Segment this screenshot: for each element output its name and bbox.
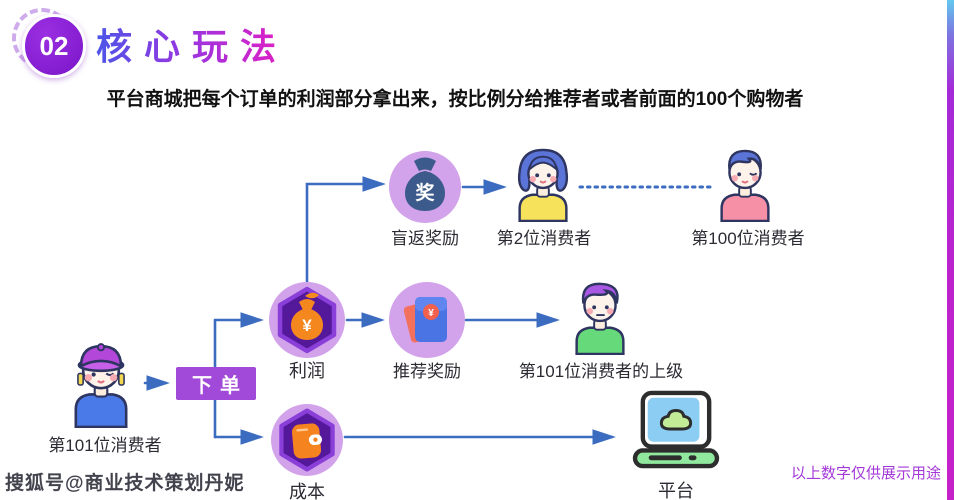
upline-label: 第101位消费者的上级 bbox=[518, 362, 684, 381]
consumer-101-node bbox=[66, 342, 136, 429]
sohu-watermark: 搜狐号@商业技术策划丹妮 bbox=[5, 473, 245, 494]
referral-reward-node: ¥ bbox=[389, 282, 465, 358]
section-number-badge: 02 bbox=[22, 14, 86, 78]
section-badge-group: 02 bbox=[12, 8, 86, 78]
reward-bag-icon: 奖 bbox=[389, 151, 461, 223]
section-number: 02 bbox=[39, 30, 69, 61]
arrow-profit-to-blind-reward bbox=[305, 176, 386, 285]
upline-node bbox=[568, 281, 632, 356]
consumer-101-label: 第101位消费者 bbox=[48, 436, 162, 455]
cost-label: 成本 bbox=[289, 482, 325, 500]
page-title: 核心玩法 bbox=[96, 18, 288, 70]
reward-bag-character: 奖 bbox=[415, 181, 435, 204]
blind-reward-label: 盲返奖励 bbox=[391, 229, 459, 248]
consumer-100-avatar bbox=[720, 149, 770, 223]
red-envelope-icon: ¥ bbox=[389, 282, 465, 358]
platform-label: 平台 bbox=[658, 481, 694, 500]
consumer-101-avatar bbox=[74, 343, 128, 429]
order-button: 下单 bbox=[176, 367, 256, 400]
subtitle: 平台商城把每个订单的利润部分拿出来，按比例分给推荐者或者前面的100个购物者 bbox=[106, 89, 804, 110]
cost-node bbox=[271, 404, 343, 476]
referral-reward-label: 推荐奖励 bbox=[393, 362, 461, 381]
upline-avatar bbox=[575, 282, 625, 356]
consumer-100-label: 第100位消费者 bbox=[691, 229, 805, 248]
disclaimer-note: 以上数字仅供展示用途 bbox=[790, 465, 941, 482]
profit-label: 利润 bbox=[289, 361, 325, 381]
consumer-2-node bbox=[511, 148, 575, 223]
profit-yen-symbol: ¥ bbox=[302, 316, 312, 335]
profit-node: ¥ bbox=[269, 282, 345, 358]
blind-reward-node: 奖 bbox=[389, 151, 461, 223]
platform-node bbox=[627, 390, 725, 470]
consumer-2-avatar bbox=[517, 148, 569, 223]
envelope-yen-symbol: ¥ bbox=[428, 308, 434, 319]
profit-moneybag-icon: ¥ bbox=[269, 282, 345, 358]
wallet-icon bbox=[271, 404, 343, 476]
right-edge-gradient-bar bbox=[947, 0, 954, 500]
consumer-100-node bbox=[713, 148, 777, 223]
laptop-icon bbox=[632, 390, 720, 469]
consumer-2-label: 第2位消费者 bbox=[496, 229, 592, 248]
